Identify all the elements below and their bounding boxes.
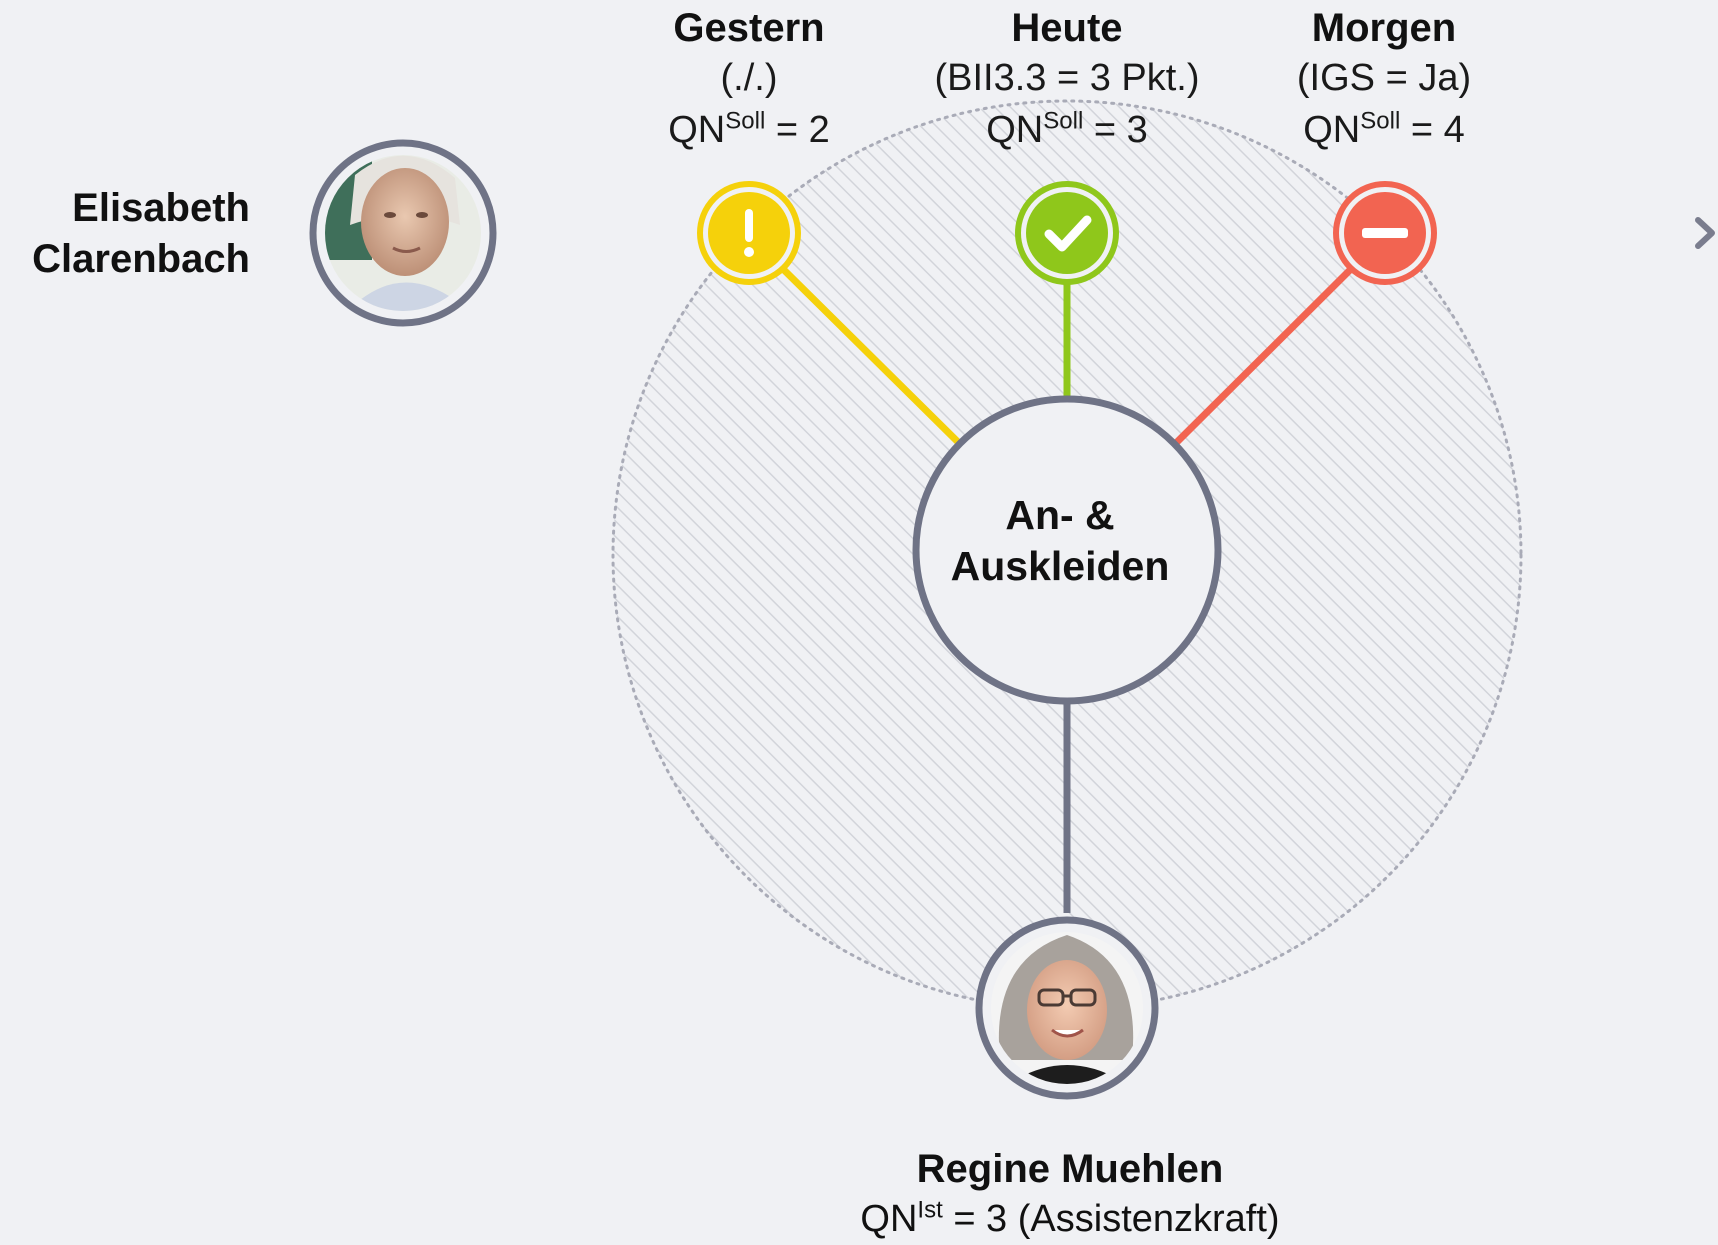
caregiver-qn: QNIst = 3 (Assistenzkraft): [860, 1196, 1280, 1240]
resident-name-line1: Elisabeth: [72, 186, 250, 230]
column-title-heute: Heute: [1011, 6, 1123, 50]
connector-morgen: [1170, 265, 1355, 449]
connector-gestern: [779, 265, 965, 449]
column-qn-morgen: QNSoll = 4: [1303, 107, 1465, 151]
column-morgen: Morgen (IGS = Ja) QNSoll = 4: [1234, 4, 1534, 156]
resident-name-line2: Clarenbach: [32, 237, 250, 281]
status-node-morgen[interactable]: [1333, 181, 1437, 285]
resident-name: Elisabeth Clarenbach: [0, 183, 250, 285]
exclamation-icon: [744, 209, 754, 257]
column-heute: Heute (BII3.3 = 3 Pkt.) QNSoll = 3: [917, 4, 1217, 156]
caregiver-info: Regine Muehlen QNIst = 3 (Assistenzkraft…: [770, 1143, 1370, 1243]
activity-label-line1: An- &: [1005, 492, 1115, 538]
column-note-gestern: (./.): [720, 57, 778, 99]
resident-avatar[interactable]: [309, 139, 497, 327]
column-note-heute: (BII3.3 = 3 Pkt.): [934, 57, 1200, 99]
activity-label-line2: Auskleiden: [950, 543, 1170, 589]
minus-icon: [1362, 228, 1408, 238]
column-qn-gestern: QNSoll = 2: [668, 107, 830, 151]
status-node-gestern[interactable]: [697, 181, 801, 285]
caregiver-name: Regine Muehlen: [916, 1147, 1224, 1191]
status-node-heute[interactable]: [1015, 181, 1119, 285]
checkmark-icon: [1044, 215, 1092, 252]
column-title-morgen: Morgen: [1311, 6, 1457, 50]
activity-node[interactable]: [912, 395, 1222, 705]
column-gestern: Gestern (./.) QNSoll = 2: [599, 4, 899, 156]
column-note-morgen: (IGS = Ja): [1296, 57, 1472, 99]
column-title-gestern: Gestern: [673, 6, 825, 50]
caregiver-avatar[interactable]: [975, 916, 1159, 1100]
arrow-right-icon: [1695, 217, 1715, 249]
activity-label: An- & Auskleiden: [930, 490, 1190, 592]
column-qn-heute: QNSoll = 3: [986, 107, 1148, 151]
